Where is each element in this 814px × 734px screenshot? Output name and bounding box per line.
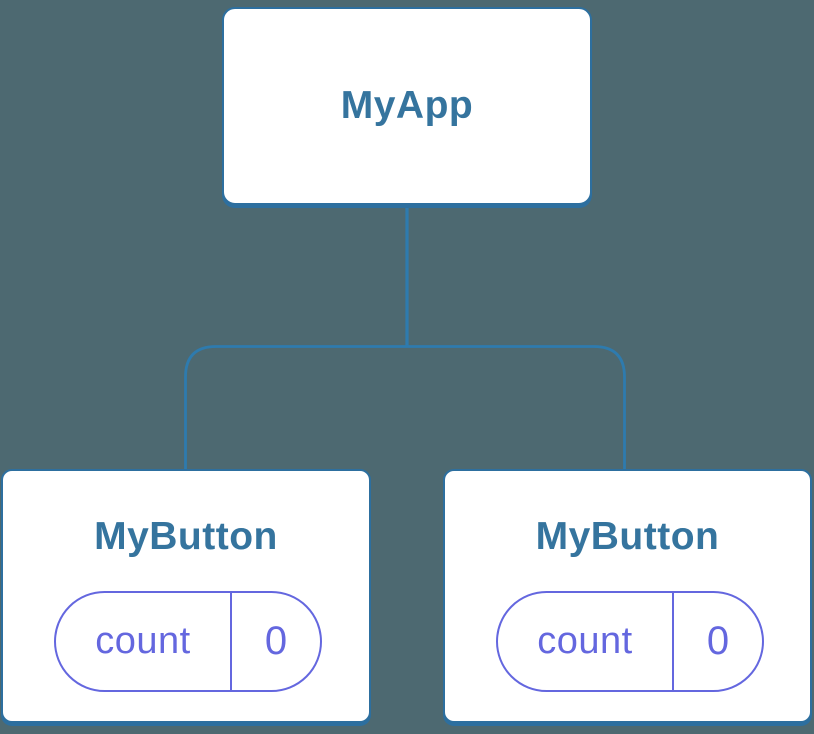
state-key-label: count [56,593,232,690]
state-pill: count 0 [496,591,764,692]
state-value: 0 [264,619,288,663]
child-node-label: MyButton [535,515,720,558]
state-pill: count 0 [54,591,322,692]
child-node-left: MyButton count 0 [1,469,371,723]
state-value: 0 [706,619,730,663]
root-node: MyApp [222,7,592,205]
root-node-label: MyApp [340,84,474,127]
child-node-label: MyButton [94,515,278,558]
children-bracket-line [184,345,626,470]
child-node-right: MyButton count 0 [443,469,812,723]
state-key-label: count [498,593,674,690]
